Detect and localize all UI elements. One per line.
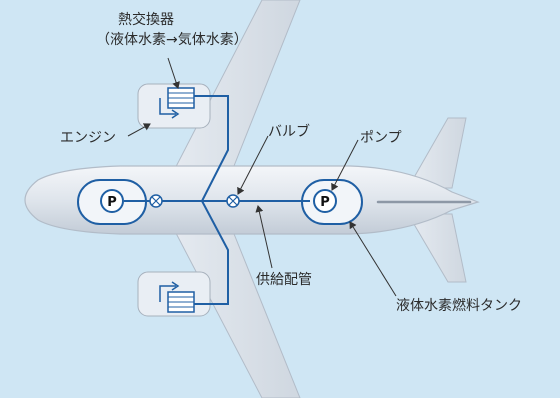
pump-left [100, 189, 124, 213]
pump-right-symbol: P [320, 195, 330, 210]
heat-exchanger-note: （液体水素→気体水素） [96, 32, 248, 48]
pump-label: ポンプ [360, 130, 402, 146]
heat-exchanger-label: 熱交換器 [118, 12, 174, 28]
heat-exchanger-upper [167, 87, 195, 109]
engine-leader [127, 123, 151, 137]
valve-label: バルブ [268, 124, 310, 140]
heat-exchanger-leader [167, 57, 180, 89]
engine-feed-arrow-lower [159, 285, 176, 302]
valve-left [149, 194, 163, 208]
valve-leader [237, 135, 269, 195]
valve-right [226, 194, 240, 208]
leader-lines [127, 57, 397, 297]
tail-upper [407, 117, 467, 189]
pump-leader [331, 139, 359, 191]
engine-label: エンジン [60, 130, 116, 146]
heat-exchanger-lower [167, 291, 195, 313]
supply-pipe-label: 供給配管 [256, 272, 312, 288]
fuel-tank-leader [349, 221, 397, 297]
engine-feed-arrow-upper [159, 98, 176, 115]
fuel-tank-label: 液体水素燃料タンク [396, 298, 522, 314]
supply-pipe-leader [255, 205, 273, 269]
pump-left-symbol: P [107, 195, 117, 210]
pump-right [313, 189, 337, 213]
